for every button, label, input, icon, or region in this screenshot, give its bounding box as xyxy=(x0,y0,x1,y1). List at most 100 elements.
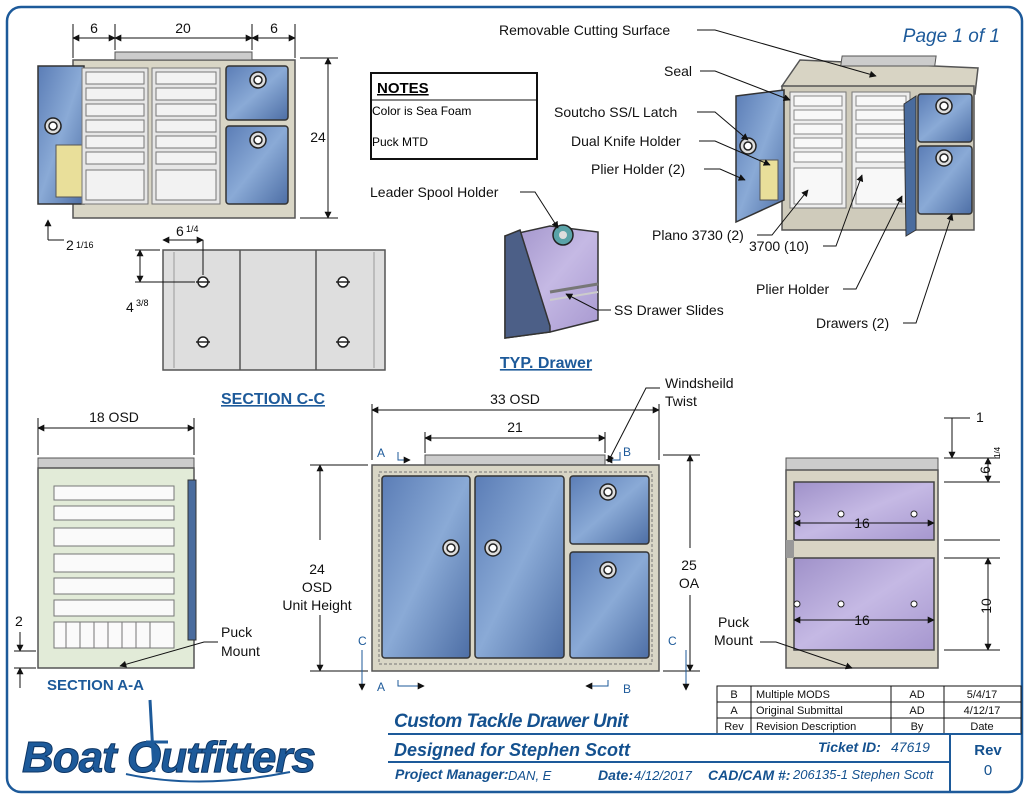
door-bottom-right xyxy=(569,551,650,659)
section-mark-b-bottom: B xyxy=(623,682,631,696)
callout-leader-spool-holder: Leader Spool Holder xyxy=(370,184,499,200)
section-mark-c-right: C xyxy=(668,634,677,648)
door-left xyxy=(381,475,471,659)
dim-20: 20 xyxy=(175,20,191,36)
isometric-view xyxy=(735,55,979,237)
side-dim-1: 1 xyxy=(976,409,984,425)
dim-24: 24 xyxy=(310,129,326,145)
callout-puck-mount-b-2: Mount xyxy=(714,632,753,648)
callout-latch: Soutcho SS/L Latch xyxy=(554,104,677,120)
rev-header-by: By xyxy=(911,721,924,733)
date-label: Date: xyxy=(598,767,633,783)
designed-for: Designed for Stephen Scott xyxy=(394,740,631,760)
title-block xyxy=(388,733,1021,792)
revision-table xyxy=(716,685,1022,735)
dim-2: 2 xyxy=(66,237,74,253)
side-dim-16-top: 16 xyxy=(854,515,870,531)
cc-dim-6-frac: 1/4 xyxy=(186,224,199,234)
rev-row1-date: 5/4/17 xyxy=(967,689,998,701)
callout-removable-cutting-surface: Removable Cutting Surface xyxy=(499,22,670,38)
section-cc-dimensions xyxy=(135,236,204,283)
notes-line-2: Puck MTD xyxy=(372,135,428,149)
section-mark-c-left: C xyxy=(358,634,367,648)
rev-label: Rev xyxy=(974,742,1002,759)
front-dim-21: 21 xyxy=(507,419,523,435)
pm-label: Project Manager: xyxy=(395,766,509,782)
rev-header-desc: Revision Description xyxy=(756,721,856,733)
callout-dual-knife-holder: Dual Knife Holder xyxy=(571,133,681,149)
callout-puck-mount-a-2: Mount xyxy=(221,643,260,659)
callout-ss-drawer-slides: SS Drawer Slides xyxy=(614,302,724,318)
page-label: Page 1 of 1 xyxy=(903,26,1000,47)
logo: Boat Outfitters xyxy=(22,699,317,783)
side-section-view xyxy=(785,457,939,669)
rev-row2-by: AD xyxy=(909,705,924,717)
callout-seal: Seal xyxy=(664,63,692,79)
dim-6-right: 6 xyxy=(270,20,278,36)
callout-plier-holder: Plier Holder xyxy=(756,281,829,297)
front-closed-dimensions xyxy=(310,387,700,691)
cc-dim-6: 6 xyxy=(176,223,184,239)
rev-row1-desc: Multiple MODS xyxy=(756,689,830,701)
front-view-dimensions xyxy=(44,24,338,241)
section-cc-title: SECTION C-C xyxy=(221,391,325,408)
callout-plano-3700: 3700 (10) xyxy=(749,238,809,254)
section-cc-view xyxy=(162,249,386,371)
side-dim-6-frac: 1/4 xyxy=(993,446,1002,458)
rev-value: 0 xyxy=(984,762,992,779)
rev-row2-desc: Original Submittal xyxy=(756,705,843,717)
side-dim-10: 10 xyxy=(978,598,994,614)
front-view-closed xyxy=(371,454,660,672)
rev-row1-rev: B xyxy=(730,689,737,701)
callout-windshield-1: Windsheild xyxy=(665,375,733,391)
typ-drawer-title: TYP. Drawer xyxy=(500,355,592,372)
cc-dim-4: 4 xyxy=(126,299,134,315)
callout-windshield-2: Twist xyxy=(665,393,697,409)
ticket-value: 47619 xyxy=(891,739,930,755)
rev-row2-rev: A xyxy=(730,705,738,717)
section-aa-title: SECTION A-A xyxy=(47,677,144,694)
rev-row1-by: AD xyxy=(909,689,924,701)
unit-height-2: OSD xyxy=(302,579,332,595)
overall-1: 25 xyxy=(681,557,697,573)
callout-drawers: Drawers (2) xyxy=(816,315,889,331)
section-mark-a-top: A xyxy=(377,446,385,460)
door-center xyxy=(474,475,565,659)
overall-2: OA xyxy=(679,575,700,591)
sheet-border xyxy=(5,5,1024,794)
title: Custom Tackle Drawer Unit xyxy=(394,711,629,732)
side-dim-16-bottom: 16 xyxy=(854,612,870,628)
logo-boat-icon xyxy=(146,699,168,773)
section-mark-a-bottom: A xyxy=(377,680,385,694)
side-dim-6: 6 xyxy=(977,466,993,474)
section-mark-b-top: B xyxy=(623,445,631,459)
date-value: 4/12/2017 xyxy=(634,768,693,783)
unit-height-1: 24 xyxy=(309,561,325,577)
section-aa-dimensions xyxy=(14,418,218,688)
callout-leaders xyxy=(520,29,954,324)
callout-plier-holder-2: Plier Holder (2) xyxy=(591,161,685,177)
logo-text: Boat Outfitters xyxy=(22,733,315,782)
unit-height-3: Unit Height xyxy=(282,597,351,613)
notes-box xyxy=(370,72,538,160)
dim-6-left: 6 xyxy=(90,20,98,36)
callout-plano-3730: Plano 3730 (2) xyxy=(652,227,744,243)
callout-puck-mount-a-1: Puck xyxy=(221,624,253,640)
notes-title: NOTES xyxy=(377,80,429,97)
pm-value: DAN, E xyxy=(508,768,552,783)
cad-value: 206135-1 Stephen Scott xyxy=(792,767,935,782)
cc-dim-4-frac: 3/8 xyxy=(136,298,149,308)
notes-line-1: Color is Sea Foam xyxy=(372,104,471,118)
rev-header-date: Date xyxy=(970,721,993,733)
rev-row2-date: 4/12/17 xyxy=(964,705,1001,717)
typical-drawer-view xyxy=(504,224,599,339)
dim-2-frac: 1/16 xyxy=(76,240,94,250)
aa-dim-18: 18 OSD xyxy=(89,409,139,425)
aa-dim-2: 2 xyxy=(15,613,23,629)
side-section-dimensions xyxy=(760,417,1000,670)
section-aa-view xyxy=(37,457,197,669)
front-dim-33: 33 OSD xyxy=(490,391,540,407)
cad-label: CAD/CAM #: xyxy=(708,767,790,783)
